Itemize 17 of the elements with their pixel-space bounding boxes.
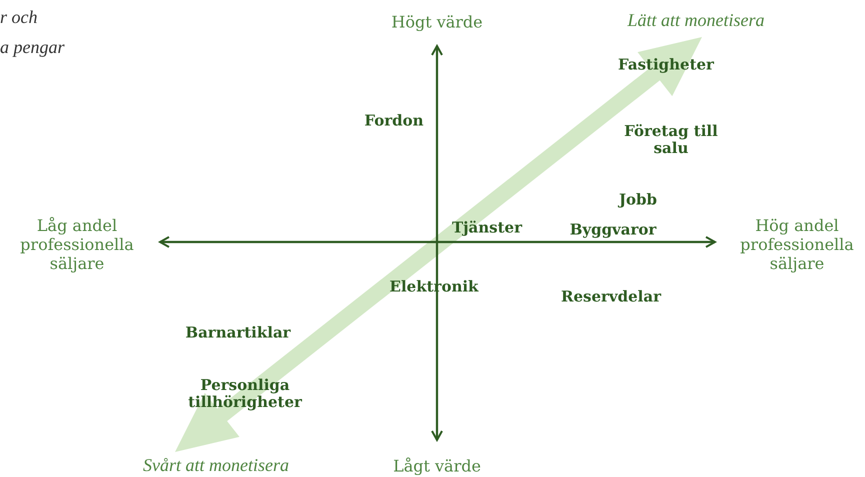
note-text: r och — [0, 8, 38, 28]
category-label: Fastigheter — [617, 56, 715, 74]
axis-label: Högt värde — [390, 12, 484, 32]
category-label: Företag till salu — [623, 122, 719, 158]
category-label: Jobb — [616, 191, 658, 209]
category-label: Personliga tillhörigheter — [187, 376, 303, 412]
axis-label: Hög andel professionella säljare — [739, 216, 855, 274]
category-label: Barnartiklar — [184, 324, 292, 342]
category-label: Reservdelar — [560, 288, 662, 306]
category-label: Tjänster — [450, 219, 524, 237]
diagonal-label: Lätt att monetisera — [626, 10, 766, 32]
axis-label: Låg andel professionella säljare — [19, 216, 135, 274]
category-label: Byggvaror — [568, 221, 658, 239]
axis-label: Lågt värde — [392, 456, 482, 476]
category-label: Fordon — [363, 112, 425, 130]
note-text: a pengar — [0, 38, 66, 58]
diagonal-label: Svårt att monetisera — [142, 455, 290, 477]
